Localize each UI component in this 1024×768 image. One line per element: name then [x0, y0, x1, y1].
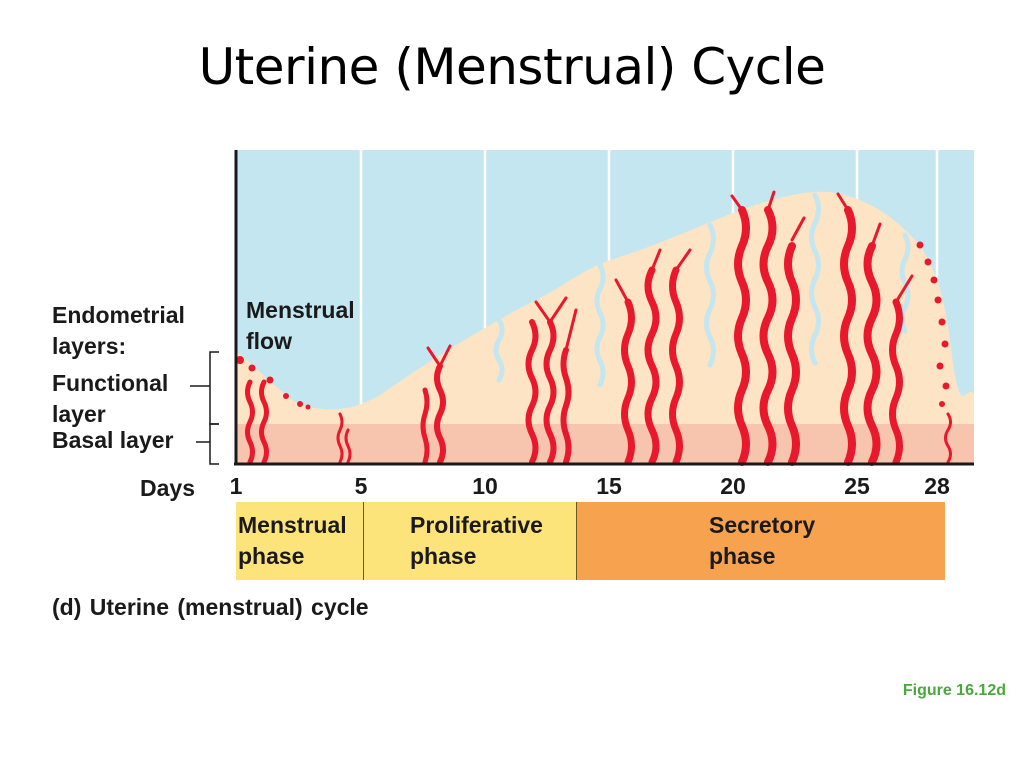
day-tick-25: 25: [844, 473, 870, 499]
day-tick-20: 20: [720, 473, 746, 499]
endometrial-label-line1: Endometrial: [52, 302, 185, 328]
secretory-phase-box: Secretory phase: [576, 502, 945, 580]
endometrial-layers-label: Endometrial layers:: [52, 300, 185, 362]
day-tick-15: 15: [596, 473, 622, 499]
menstrual-flow-line2: flow: [246, 328, 292, 354]
secretory-phase-line2: phase: [709, 543, 776, 569]
day-tick-1: 1: [229, 473, 243, 499]
menstrual-flow-label: Menstrual flow: [246, 295, 355, 357]
secretory-phase-line1: Secretory: [709, 512, 816, 538]
spiral-arteries: [245, 190, 952, 466]
proliferative-phase-box: Proliferative phase: [363, 502, 576, 580]
basal-layer-label: Basal layer: [52, 427, 174, 453]
menstrual-flow-line1: Menstrual: [246, 297, 355, 323]
functional-layer-label: Functional layer: [52, 368, 168, 430]
days-axis-label: Days: [140, 475, 195, 501]
endometrial-label-line2: layers:: [52, 333, 127, 359]
slide-title: Uterine (Menstrual) Cycle: [198, 38, 826, 96]
figure-caption: (d) Uterine (menstrual) cycle: [52, 594, 369, 620]
glands: [493, 192, 911, 388]
proliferative-phase-line1: Proliferative: [410, 512, 543, 538]
menstrual-phase-box: Menstrual phase: [236, 502, 363, 580]
day-tick-5: 5: [354, 473, 368, 499]
day-tick-10: 10: [472, 473, 498, 499]
functional-label-line1: Functional: [52, 370, 169, 396]
basal-bracket: [209, 423, 219, 465]
menstrual-phase-line2: phase: [238, 543, 305, 569]
layer-brackets: [190, 351, 219, 465]
functional-label-line2: layer: [52, 401, 106, 427]
figure-reference: Figure 16.12d: [902, 682, 1006, 699]
functional-bracket: [209, 351, 219, 425]
day-tick-28: 28: [924, 473, 950, 499]
proliferative-phase-line2: phase: [410, 543, 477, 569]
menstrual-flow-blood: [236, 241, 950, 410]
menstrual-phase-line1: Menstrual: [238, 512, 347, 538]
